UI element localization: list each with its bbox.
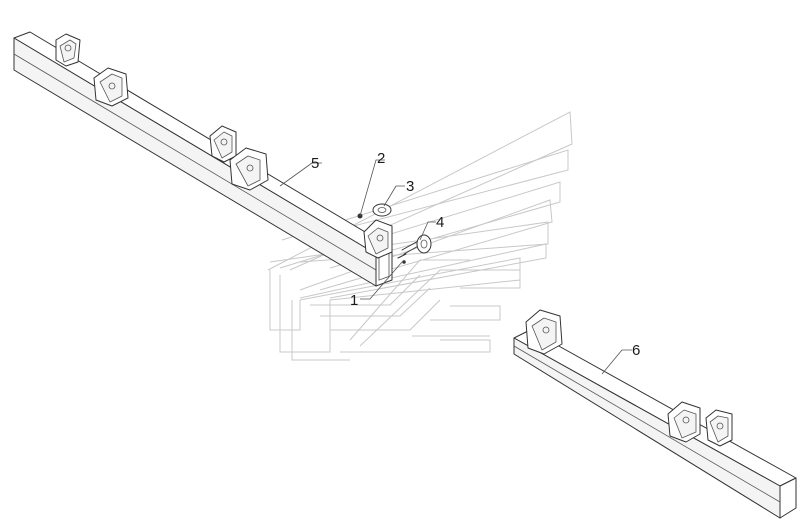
callout-3: 3 xyxy=(406,178,414,195)
callout-5: 5 xyxy=(311,155,319,172)
bracket xyxy=(93,67,129,107)
bracket xyxy=(55,33,81,67)
beam-left xyxy=(13,31,393,287)
leader-lines xyxy=(279,159,632,375)
callout-6: 6 xyxy=(632,342,640,359)
watermark-logo xyxy=(267,111,573,361)
callout-2: 2 xyxy=(377,150,385,167)
bracket xyxy=(525,309,563,355)
bracket xyxy=(363,219,393,259)
callout-1: 1 xyxy=(350,292,358,309)
callout-4: 4 xyxy=(436,214,444,231)
beam-right xyxy=(513,309,797,519)
pin-part-4 xyxy=(401,234,432,255)
washer-part-3 xyxy=(372,203,392,217)
bolt-part-1 xyxy=(397,253,407,264)
bracket xyxy=(229,147,269,191)
bracket xyxy=(209,125,237,163)
bracket xyxy=(705,409,733,447)
bracket xyxy=(667,401,701,443)
